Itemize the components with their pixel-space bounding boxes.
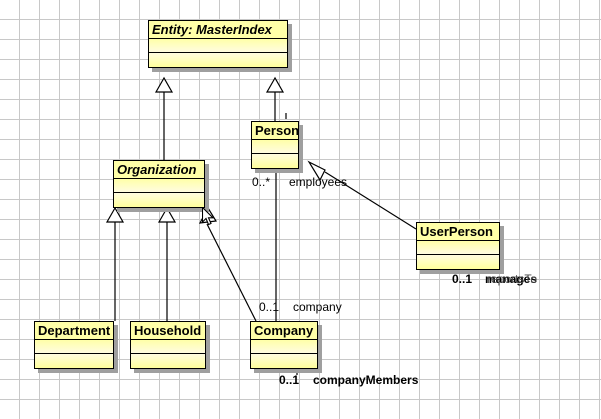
uml-class-title-company: Company [251, 322, 317, 340]
uml-class-household[interactable]: Household [130, 321, 206, 369]
label-employees-role[interactable]: employees [289, 175, 348, 189]
uml-class-title-userperson: UserPerson [417, 223, 499, 241]
generalization-triangle-department [105, 206, 125, 223]
uml-class-title-organization: Organization [114, 161, 204, 179]
uml-operations-masterindex [149, 53, 287, 67]
label-reportsto-role[interactable]: reportsTo [487, 272, 538, 286]
uml-class-organization[interactable]: Organization [113, 160, 205, 208]
label-companymembers-role[interactable]: companyMembers [313, 373, 419, 387]
label-manages-role[interactable]: manages [485, 272, 538, 286]
label-company-role[interactable]: company [293, 300, 342, 314]
uml-attributes-household [131, 340, 205, 354]
label-reportsto-multiplicity[interactable]: 0..1 [452, 272, 473, 286]
mouse-pointer-icon [202, 207, 215, 226]
uml-operations-person [252, 154, 298, 168]
uml-attributes-company [251, 340, 317, 354]
uml-operations-department [35, 354, 113, 368]
uml-class-userperson[interactable]: UserPerson [416, 222, 500, 270]
uml-operations-userperson [417, 255, 499, 269]
uml-attributes-department [35, 340, 113, 354]
generalization-triangle-person [265, 76, 285, 93]
uml-class-title-person: Person [252, 122, 298, 140]
uml-class-person[interactable]: Person [251, 121, 299, 169]
label-companymembers-multiplicity[interactable]: 0..1 [279, 373, 300, 387]
uml-class-masterindex[interactable]: Entity: MasterIndex [148, 20, 288, 68]
uml-class-title-household: Household [131, 322, 205, 340]
uml-operations-company [251, 354, 317, 368]
uml-operations-organization [114, 193, 204, 207]
generalization-triangle-organization [154, 76, 174, 93]
label-company-multiplicity[interactable]: 0..1 [259, 300, 280, 314]
uml-attributes-person [252, 140, 298, 154]
uml-attributes-masterindex [149, 39, 287, 53]
label-employees-multiplicity[interactable]: 0..* [252, 175, 271, 189]
uml-attributes-organization [114, 179, 204, 193]
uml-class-department[interactable]: Department [34, 321, 114, 369]
generalization-triangle-household [157, 206, 177, 223]
uml-class-title-department: Department [35, 322, 113, 340]
uml-class-company[interactable]: Company [250, 321, 318, 369]
edge-company-organization [206, 223, 257, 322]
uml-attributes-userperson [417, 241, 499, 255]
uml-operations-household [131, 354, 205, 368]
uml-class-title-masterindex: Entity: MasterIndex [149, 21, 287, 39]
